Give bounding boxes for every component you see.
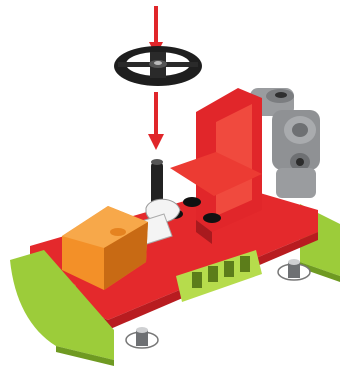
down-arrow-icon	[148, 92, 164, 150]
steering-wheel-icon	[114, 46, 202, 86]
wheel-hub-front	[126, 327, 158, 348]
